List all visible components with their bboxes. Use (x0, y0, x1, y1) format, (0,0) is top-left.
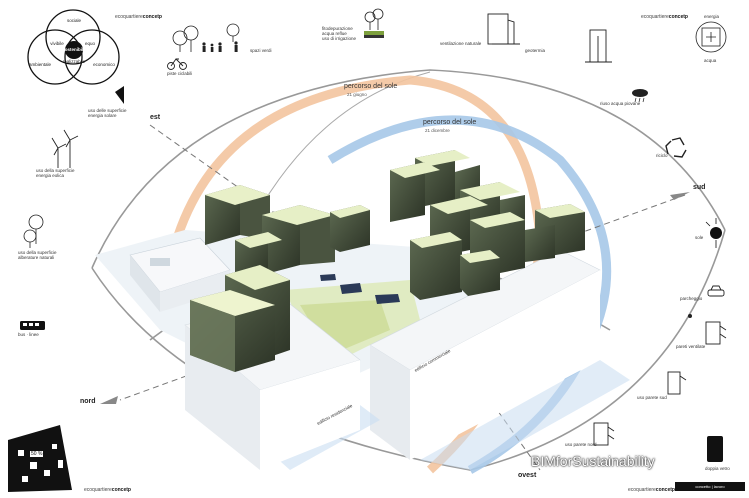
wall-south-icon (667, 371, 687, 395)
tree-icon (172, 25, 199, 52)
direction-west: ovest (518, 472, 537, 479)
brand-top-right: ecoquartiereconcetp (641, 14, 688, 20)
caption-sun: sole (695, 235, 704, 240)
brand-bottom-left: ecoquartiereconcetp (84, 487, 131, 493)
caption-south-wall: uso parete sud (637, 395, 667, 400)
caption-north-wall: uso parete nord (565, 442, 597, 447)
caption-energy: energia (704, 14, 720, 19)
north-arrow (100, 396, 118, 404)
recycle-icon (665, 137, 687, 158)
caption-parking: parcheggio (680, 296, 703, 301)
caption-double-glass: doppia vetro (705, 466, 730, 471)
south-arrow (670, 192, 690, 200)
wall-vent-icon (688, 314, 727, 345)
caption-tree-surface: uso della superficie alberature naturali (18, 250, 57, 260)
bus-icon (20, 321, 45, 330)
sun-path-winter-title: percorso del sole (423, 119, 477, 126)
venn-label-sustainable: sostenibile (62, 47, 86, 52)
green-roof-icon (364, 31, 384, 35)
wall-north-icon (593, 422, 615, 446)
land-use-map (8, 425, 72, 492)
caption-phytoremediation: fitodepurazione acqua reflue uso di irri… (322, 26, 357, 41)
direction-south: sud (693, 184, 706, 191)
brand-top-left: ecoquartiereconcetp (115, 14, 162, 20)
tower-cluster-east (390, 150, 585, 300)
bicycle-icon (167, 58, 187, 70)
sun-icon (705, 218, 722, 248)
building-vent-icon (487, 13, 520, 45)
tree-icon-2 (226, 23, 240, 42)
venn-label-equitable: equo (84, 41, 96, 46)
sun-path-summer-date: 21 giugno (347, 92, 367, 97)
venn-label-livable: vivibile (50, 41, 64, 46)
footer-box: concetto | lavoro (675, 482, 745, 491)
podium-west (129, 237, 231, 312)
building-shadow-2 (420, 360, 630, 470)
sun-path-summer-title: percorso del sole (344, 83, 398, 90)
venn-diagram (27, 9, 120, 85)
venn-center (65, 41, 83, 59)
caption-water: acqua (704, 58, 717, 63)
people-icon (202, 41, 238, 52)
venn-label-social: sociale (66, 18, 82, 23)
car-icon (707, 285, 725, 297)
tower-cluster-west (190, 185, 370, 372)
caption-green-spaces: spazi verdi (250, 48, 272, 53)
slab-south (369, 249, 601, 460)
caption-wind-surface: uso della superficie energia eolica (36, 168, 75, 178)
tree-icon-4 (23, 214, 44, 248)
geothermal-icon (585, 29, 612, 63)
caption-solar-surface: uso delle superficie energia solare (88, 108, 127, 118)
land-use-percent: 50 % (30, 451, 44, 457)
caption-recycling: riciclo (656, 153, 668, 158)
sun-path-winter-date: 21 dicembre (425, 128, 450, 133)
direction-east: est (150, 114, 161, 121)
wind-turbine-icon (51, 129, 79, 168)
energy-diagram-icon (695, 21, 727, 53)
solar-icon (115, 86, 124, 104)
phone-icon (707, 436, 723, 462)
tree-icon-3 (364, 8, 384, 30)
watermark-text: BIMforSustainability (531, 453, 655, 469)
caption-bike-lanes: piste ciclabili (167, 71, 193, 76)
caption-ventilation: ventilazione naturale (440, 41, 482, 46)
direction-north: nord (80, 398, 96, 405)
caption-bus: bus · linee (18, 332, 39, 337)
soil-icon (364, 35, 384, 38)
brand-bottom-right: ecoquartiereconcetp (628, 487, 675, 493)
venn-label-viable: realizzabile (62, 59, 86, 64)
venn-label-environmental: ambientale (28, 62, 52, 67)
caption-vent-walls: pareti ventilate (676, 344, 706, 349)
caption-rainwater: riuso acqua piovane (600, 101, 641, 106)
cloud-rain-icon (632, 89, 648, 103)
venn-label-economic: economico (93, 62, 115, 67)
caption-geothermal: geotermia (525, 48, 546, 53)
